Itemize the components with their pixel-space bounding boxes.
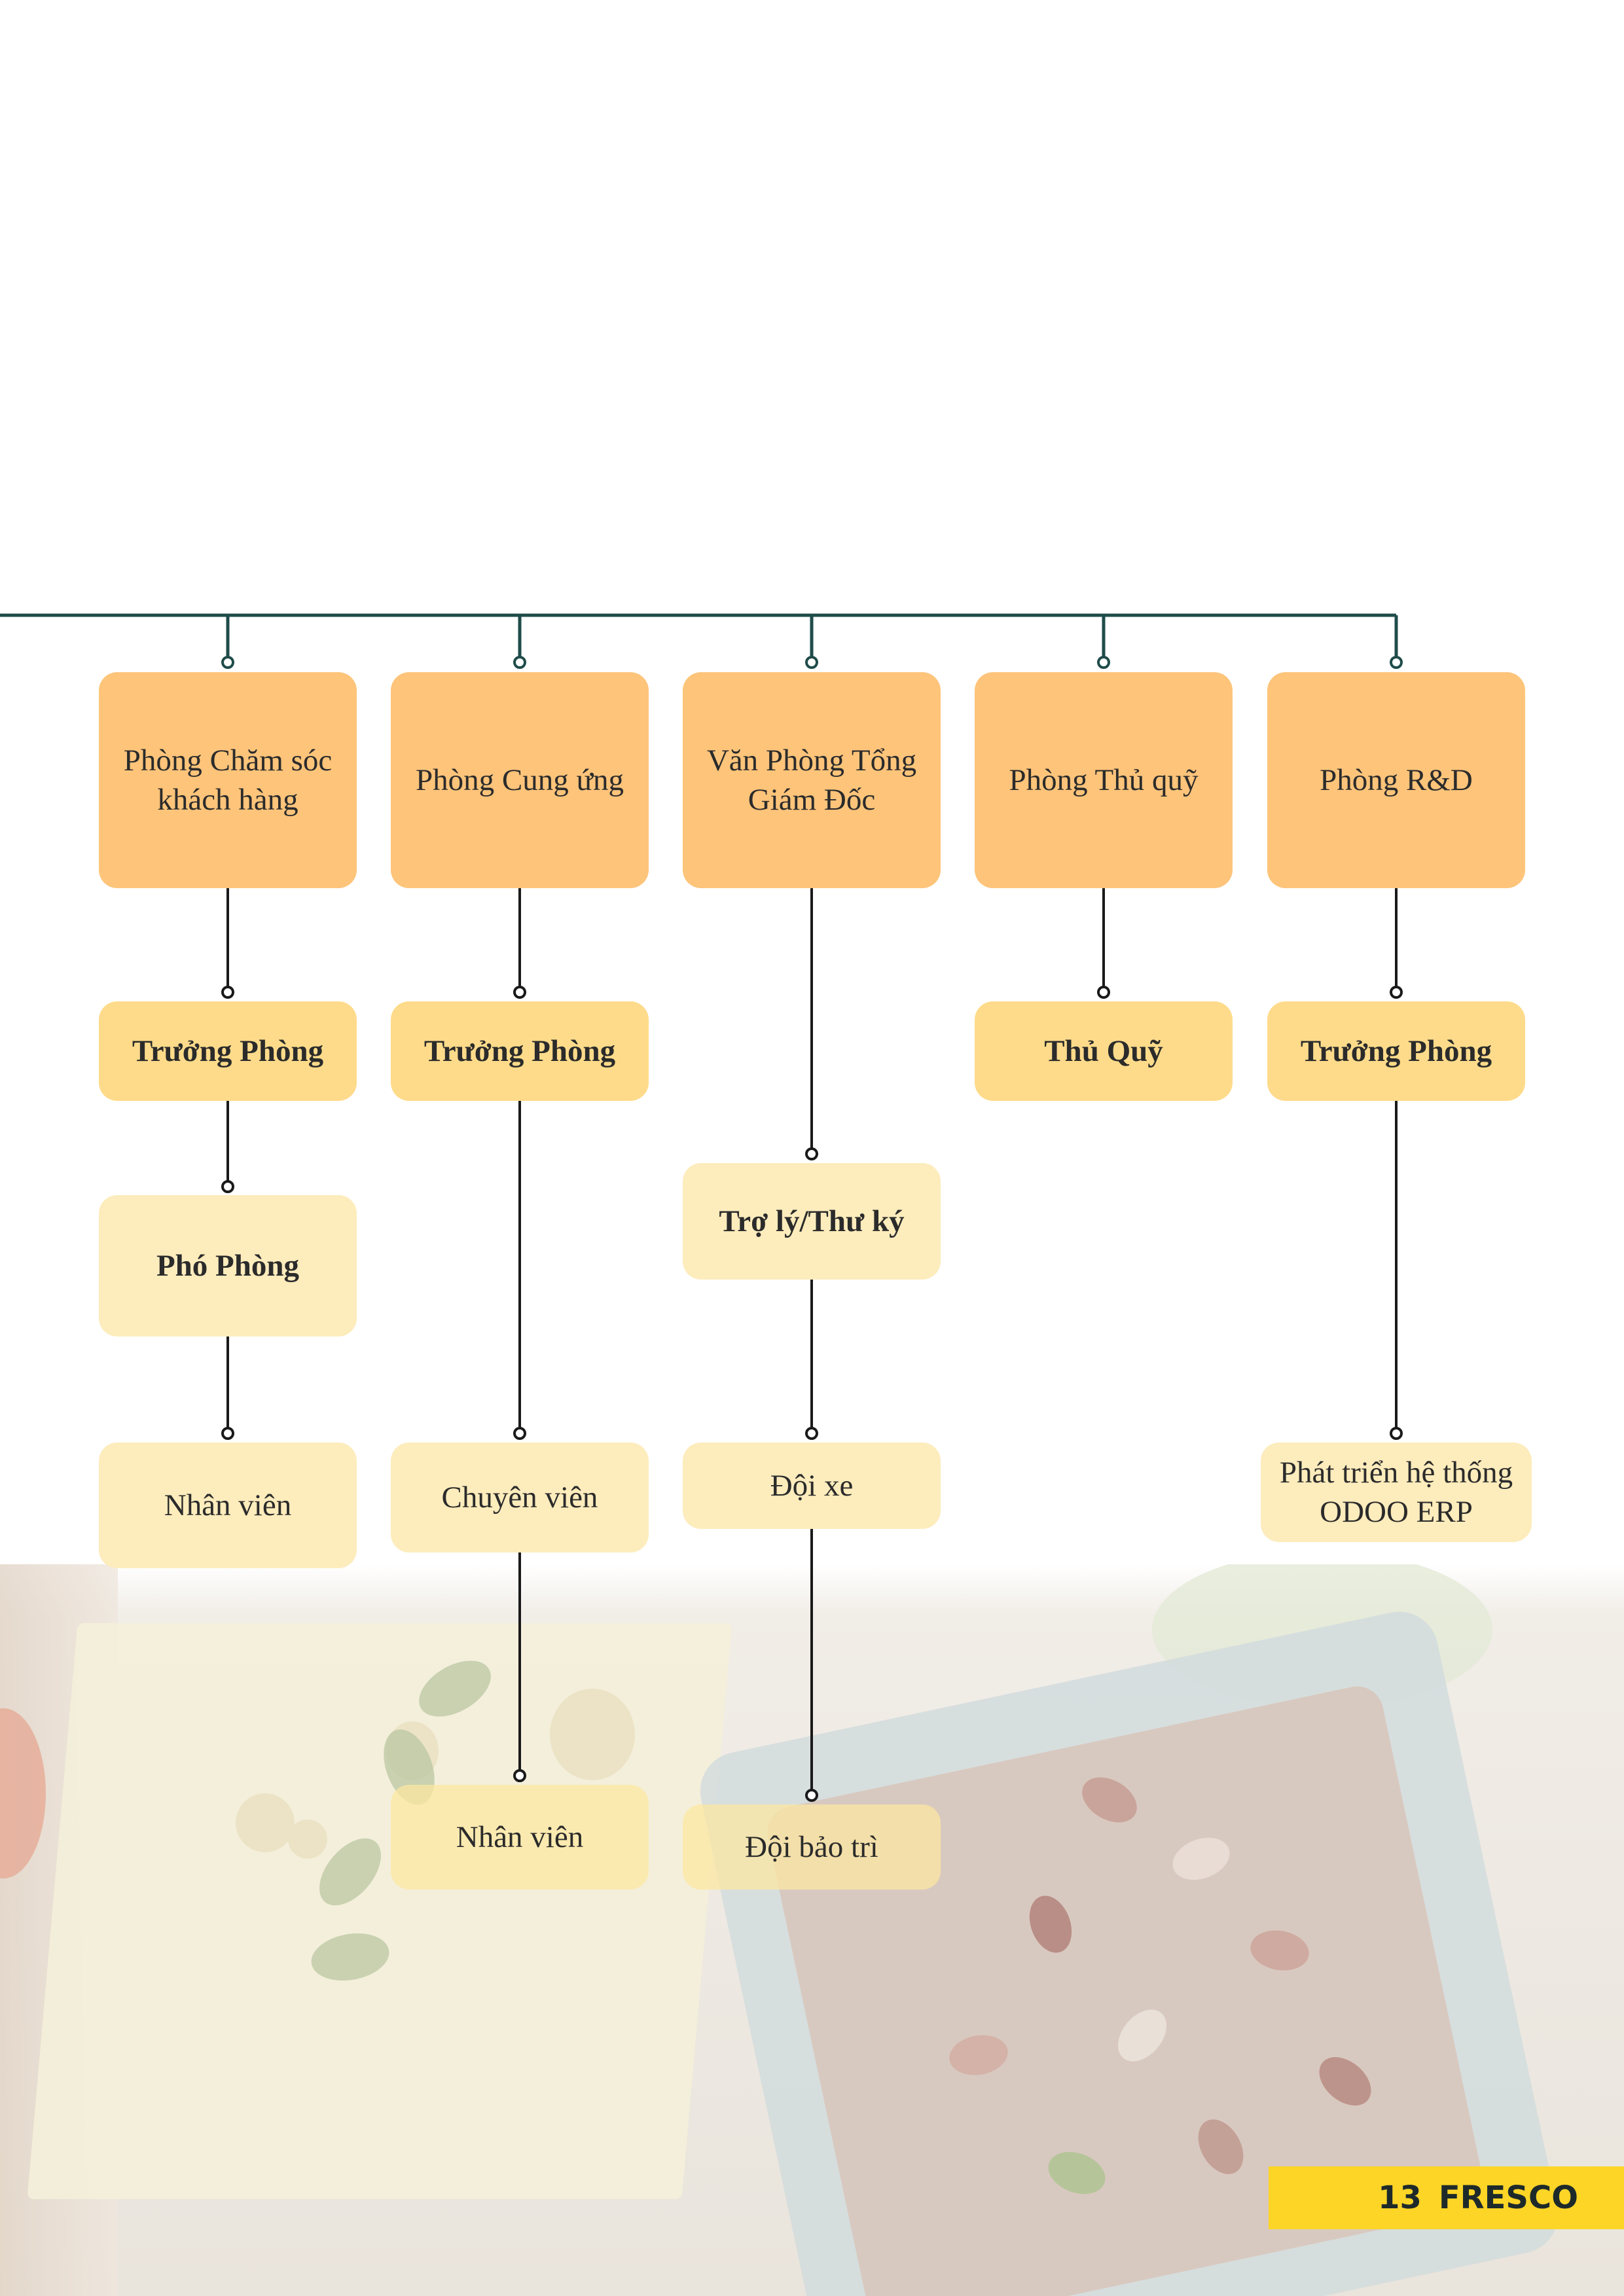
connector-dot bbox=[221, 656, 234, 669]
dept-supply: Phòng Cung ứng bbox=[391, 672, 649, 888]
customer-care-staff: Nhân viên bbox=[99, 1443, 357, 1568]
cheese-hole bbox=[288, 1820, 327, 1859]
supply-specialist: Chuyên viên bbox=[391, 1443, 649, 1552]
dept-customer-care: Phòng Chăm sóc khách hàng bbox=[99, 672, 357, 888]
dept-treasury: Phòng Thủ quỹ bbox=[975, 672, 1233, 888]
ceo-office-assistant: Trợ lý/Thư ký bbox=[683, 1163, 941, 1280]
connector-dot bbox=[805, 1147, 818, 1160]
connector-dot bbox=[513, 656, 526, 669]
connector-dot bbox=[1390, 1427, 1403, 1440]
page-number: 13 bbox=[1378, 2179, 1422, 2216]
ceo-office-maintenance: Đội bảo trì bbox=[683, 1804, 941, 1890]
rnd-head: Trưởng Phòng bbox=[1267, 1001, 1525, 1101]
connector-dot bbox=[1390, 656, 1403, 669]
rnd-odoo-team: Phát triển hệ thống ODOO ERP bbox=[1261, 1443, 1532, 1542]
connector-dot bbox=[805, 1427, 818, 1440]
connector-dot bbox=[513, 986, 526, 999]
cheese-hole bbox=[550, 1689, 635, 1780]
connector-dot bbox=[1390, 986, 1403, 999]
page-footer-badge: 13 FRESCO bbox=[1269, 2166, 1624, 2229]
ceo-office-fleet: Đội xe bbox=[683, 1443, 941, 1529]
connector-dot bbox=[221, 1427, 234, 1440]
cheese-hole bbox=[236, 1793, 295, 1852]
treasurer: Thủ Quỹ bbox=[975, 1001, 1233, 1101]
connector-dot bbox=[805, 656, 818, 669]
connector-dot bbox=[1097, 986, 1110, 999]
customer-care-head: Trưởng Phòng bbox=[99, 1001, 357, 1101]
customer-care-deputy: Phó Phòng bbox=[99, 1195, 357, 1336]
supply-staff: Nhân viên bbox=[391, 1785, 649, 1890]
dept-rnd: Phòng R&D bbox=[1267, 672, 1525, 888]
dept-ceo-office: Văn Phòng Tổng Giám Đốc bbox=[683, 672, 941, 888]
connector-dot bbox=[1097, 656, 1110, 669]
connector-dot bbox=[221, 986, 234, 999]
department-drop-lines bbox=[226, 615, 1398, 661]
supply-head: Trưởng Phòng bbox=[391, 1001, 649, 1101]
connector-dot bbox=[221, 1180, 234, 1193]
connector-dot bbox=[513, 1769, 526, 1782]
connector-dot bbox=[513, 1427, 526, 1440]
brand-name: FRESCO bbox=[1438, 2179, 1578, 2216]
connector-dot bbox=[805, 1789, 818, 1802]
